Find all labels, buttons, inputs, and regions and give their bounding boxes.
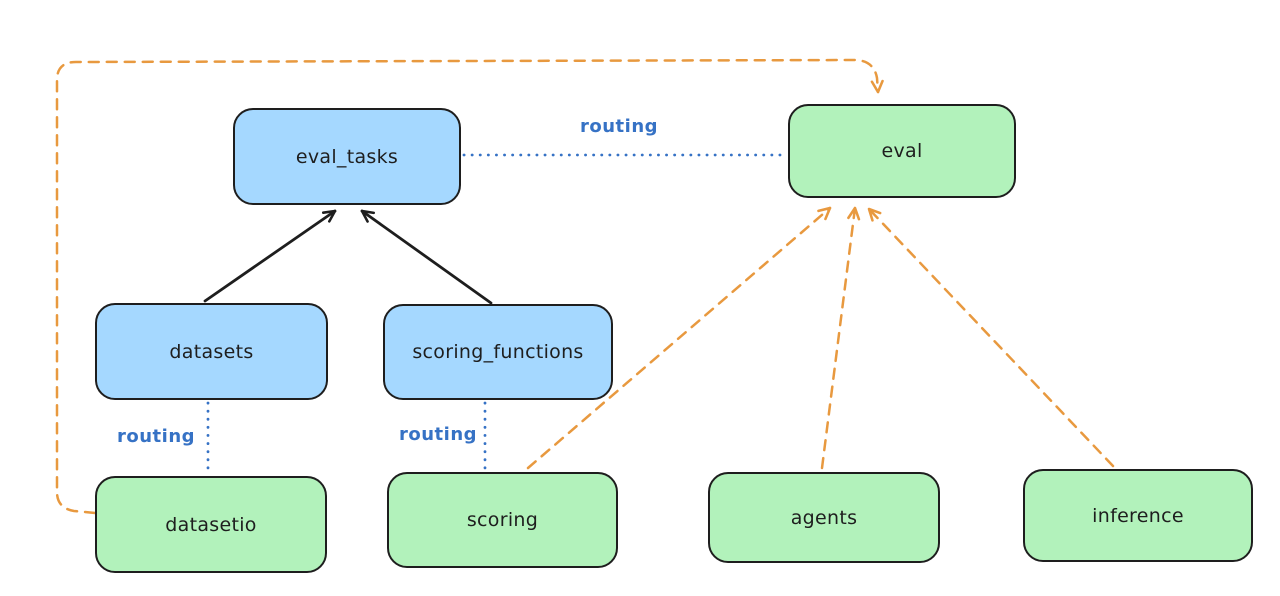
node-datasets: datasets xyxy=(95,303,328,400)
edge-label-routing-scoring-functions-scoring: routing xyxy=(398,424,478,445)
node-scoring-functions-label: scoring_functions xyxy=(412,341,584,363)
node-scoring: scoring xyxy=(387,472,618,568)
edge-agents-to-eval-dashed xyxy=(820,206,861,470)
node-inference-label: inference xyxy=(1092,504,1184,527)
edge-label-routing-datasets-datasetio: routing xyxy=(116,426,196,447)
node-eval-tasks: eval_tasks xyxy=(233,108,461,205)
node-eval: eval xyxy=(788,104,1016,198)
node-scoring-label: scoring xyxy=(466,509,539,531)
edge-datasets-to-eval-tasks xyxy=(203,209,337,303)
node-datasets-label: datasets xyxy=(169,340,254,363)
node-scoring-functions: scoring_functions xyxy=(383,304,613,400)
node-inference: inference xyxy=(1023,469,1253,562)
node-agents-label: agents xyxy=(790,506,858,529)
node-agents: agents xyxy=(708,472,940,563)
edge-scoring-functions-to-eval-tasks xyxy=(360,209,493,305)
node-datasetio: datasetio xyxy=(95,476,327,573)
node-datasetio-label: datasetio xyxy=(165,513,257,536)
node-eval-tasks-label: eval_tasks xyxy=(295,145,399,168)
edge-label-routing-eval-tasks-eval: routing xyxy=(579,116,659,137)
node-eval-label: eval xyxy=(881,140,923,162)
edge-inference-to-eval-dashed xyxy=(867,207,1115,468)
